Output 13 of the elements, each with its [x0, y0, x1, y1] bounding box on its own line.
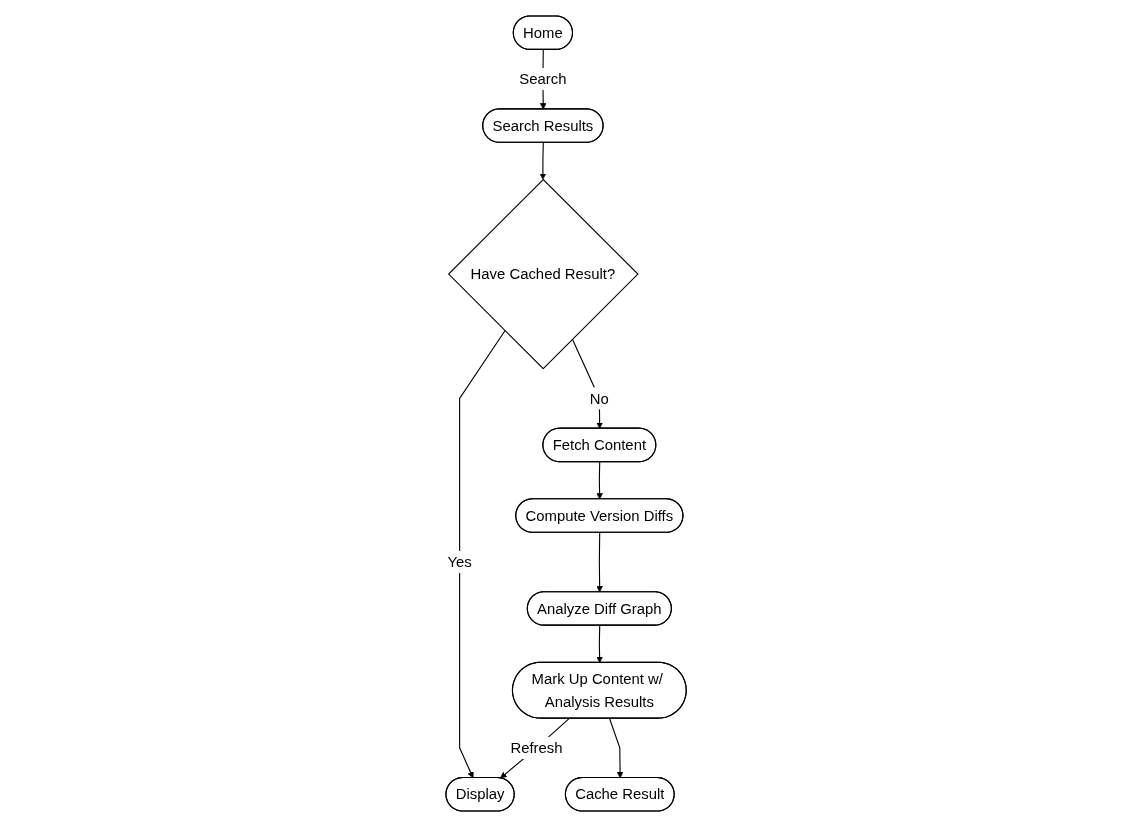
edge-label: Search: [519, 70, 567, 88]
arrow: [596, 532, 604, 593]
node-diamond: Have Cached Result?: [448, 178, 640, 370]
arrow: [596, 461, 604, 500]
arrow: [572, 338, 604, 429]
arrow: [596, 625, 604, 663]
edge-label: No: [590, 390, 610, 407]
arrow: [540, 142, 547, 180]
arrow: [500, 717, 571, 779]
edge-label: Refresh: [510, 739, 563, 757]
arrow: [609, 717, 624, 779]
edge-label: Yes: [447, 553, 473, 571]
arrow: [459, 330, 506, 779]
